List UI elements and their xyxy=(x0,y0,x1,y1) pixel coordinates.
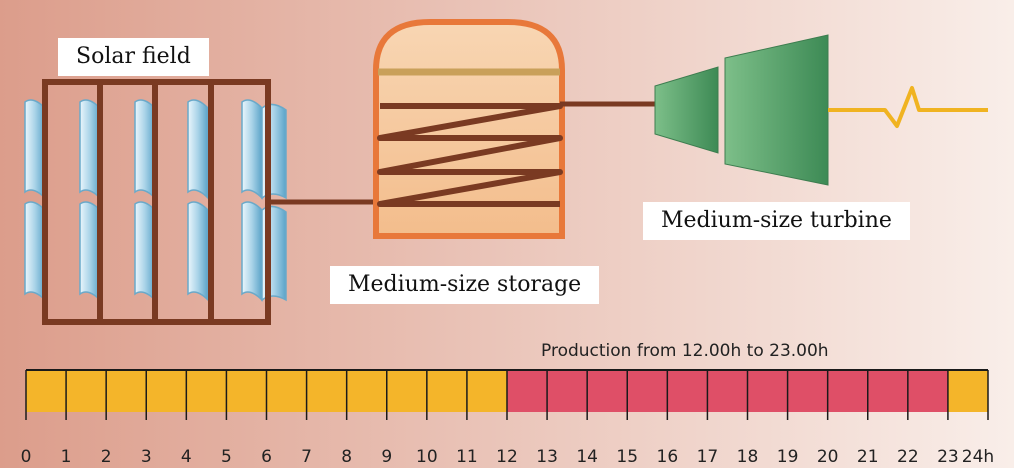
production-period-bar xyxy=(507,370,948,412)
storage-caption: Medium-size storage xyxy=(330,266,600,304)
hour-label: 5 xyxy=(221,447,232,467)
off-period-bar xyxy=(947,370,988,412)
hour-label: 22 xyxy=(897,447,919,467)
hour-label: 10 xyxy=(416,447,438,467)
solar-panel xyxy=(134,99,156,302)
hour-label: 1 xyxy=(61,447,72,467)
hour-label: 24h xyxy=(962,447,994,467)
hour-label: 0 xyxy=(21,447,32,467)
hour-label: 21 xyxy=(857,447,879,467)
hour-label: 18 xyxy=(737,447,759,467)
hour-label: 14 xyxy=(576,447,598,467)
hour-label: 12 xyxy=(496,447,518,467)
hour-label: 3 xyxy=(141,447,152,467)
solar-field-caption: Solar field xyxy=(58,38,209,76)
hour-label: 4 xyxy=(181,447,192,467)
hour-label: 16 xyxy=(657,447,679,467)
electric-output-line xyxy=(828,86,988,128)
solar-panel xyxy=(241,99,263,302)
hour-label: 6 xyxy=(261,447,272,467)
timeline-ticks xyxy=(25,369,989,420)
hour-label: 8 xyxy=(341,447,352,467)
hour-label: 7 xyxy=(301,447,312,467)
turbine xyxy=(654,34,829,186)
hour-label: 19 xyxy=(777,447,799,467)
hour-label: 23 xyxy=(937,447,959,467)
heat-exchanger-coil xyxy=(377,103,563,207)
production-period-label: Production from 12.00h to 23.00h xyxy=(541,341,829,361)
hour-label: 15 xyxy=(616,447,638,467)
hour-label: 13 xyxy=(536,447,558,467)
solar-panel xyxy=(79,99,101,302)
hour-label: 11 xyxy=(456,447,478,467)
hour-label: 20 xyxy=(817,447,839,467)
storage-tank xyxy=(373,19,565,239)
hour-label: 17 xyxy=(697,447,719,467)
hour-label: 9 xyxy=(381,447,392,467)
solar-field xyxy=(24,79,287,325)
solar-panel xyxy=(187,99,209,302)
hour-label: 2 xyxy=(101,447,112,467)
turbine-caption: Medium-size turbine xyxy=(643,202,910,240)
